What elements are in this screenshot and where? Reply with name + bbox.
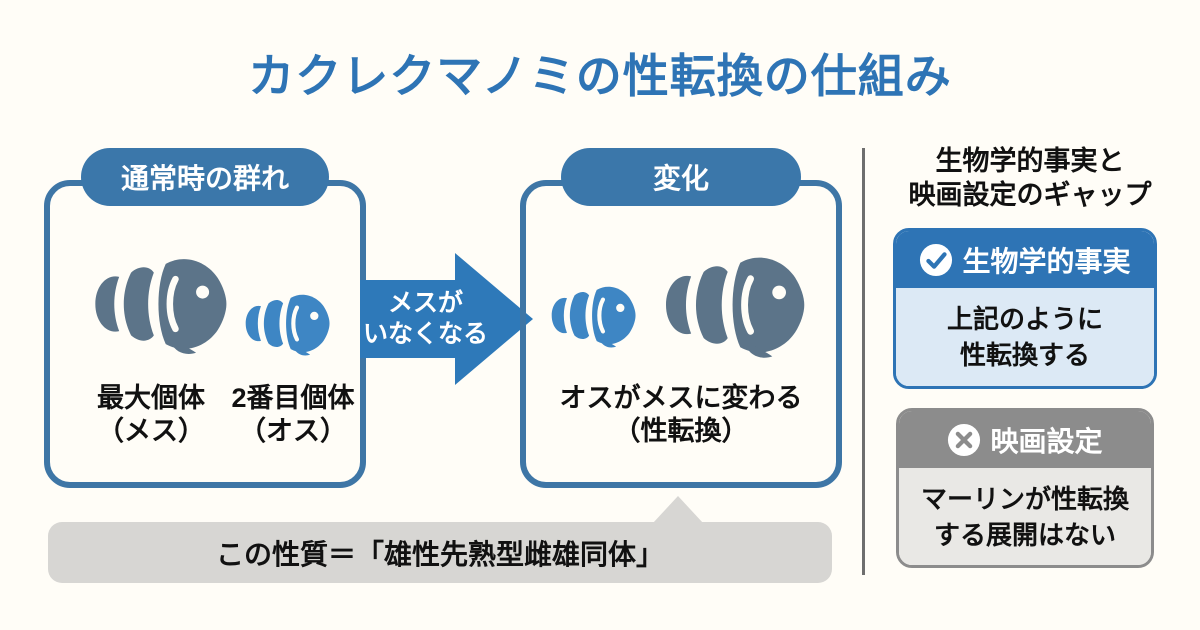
clownfish-icon-large-gray — [650, 250, 810, 360]
label-largest-individual: 最大個体 （メス） — [56, 382, 246, 448]
label-sex-change-line1: オスがメスに変わる — [559, 383, 803, 413]
panel-change: 変化 オスがメスに変わる （性転換） — [520, 148, 842, 488]
clownfish-icon-small-male — [236, 290, 333, 357]
card-biological-fact: 生物学的事実 上記のように 性転換する — [893, 228, 1157, 389]
card-biological-fact-header: 生物学的事実 — [896, 231, 1154, 288]
label-second-individual: 2番目個体 （オス） — [226, 382, 360, 448]
x-circle-icon — [948, 423, 981, 456]
arrow-label: メスが いなくなる — [360, 253, 533, 385]
clownfish-icon-large-female — [80, 252, 232, 356]
card-movie-setting-body: マーリンが性転換 する展開はない — [899, 468, 1151, 565]
check-circle-icon — [920, 243, 953, 276]
card-biological-fact-title: 生物学的事実 — [962, 245, 1131, 277]
card-movie-setting-title: 映画設定 — [990, 425, 1103, 457]
panel-normal-school-header: 通常時の群れ — [80, 148, 330, 206]
panel-change-header: 変化 — [561, 148, 801, 206]
fact-body-line2: 性転換する — [959, 340, 1090, 370]
arrow-label-line1: メスが — [387, 289, 463, 317]
card-movie-setting: 映画設定 マーリンが性転換 する展開はない — [896, 408, 1154, 568]
movie-body-line2: する展開はない — [933, 519, 1116, 550]
card-biological-fact-body: 上記のように 性転換する — [896, 288, 1154, 386]
label-sex-change-line2: （性転換） — [613, 416, 749, 446]
note-text: この性質＝「雄性先熟型雌雄同体」 — [215, 538, 664, 570]
label-second-line2: （オス） — [239, 416, 347, 446]
arrow-label-line2: いなくなる — [362, 320, 488, 348]
label-largest-line1: 最大個体 — [97, 383, 205, 413]
label-second-line1: 2番目個体 — [231, 383, 355, 413]
sidebar-heading-line2: 映画設定のギャップ — [908, 180, 1152, 210]
panel-normal-school: 通常時の群れ 最大個体 （メス） 2番目個体 （オス） — [44, 148, 366, 488]
sidebar-heading-line1: 生物学的事実と — [935, 146, 1125, 176]
right-arrow-icon — [360, 253, 533, 385]
clownfish-icon-small-blue — [542, 282, 639, 349]
note-bar: この性質＝「雄性先熟型雌雄同体」 — [48, 496, 832, 583]
vertical-divider — [862, 148, 865, 575]
sidebar-heading: 生物学的事実と 映画設定のギャップ — [878, 144, 1182, 212]
page-title: カクレクマノミの性転換の仕組み — [248, 50, 952, 102]
movie-body-line1: マーリンが性転換 — [920, 483, 1129, 514]
card-movie-setting-header: 映画設定 — [899, 411, 1151, 468]
fact-body-line1: 上記のように — [946, 304, 1103, 334]
label-sex-change: オスがメスに変わる （性転換） — [526, 382, 836, 448]
transition-arrow: メスが いなくなる — [360, 253, 533, 385]
speech-tail-icon — [653, 496, 703, 523]
label-largest-line2: （メス） — [97, 416, 205, 446]
